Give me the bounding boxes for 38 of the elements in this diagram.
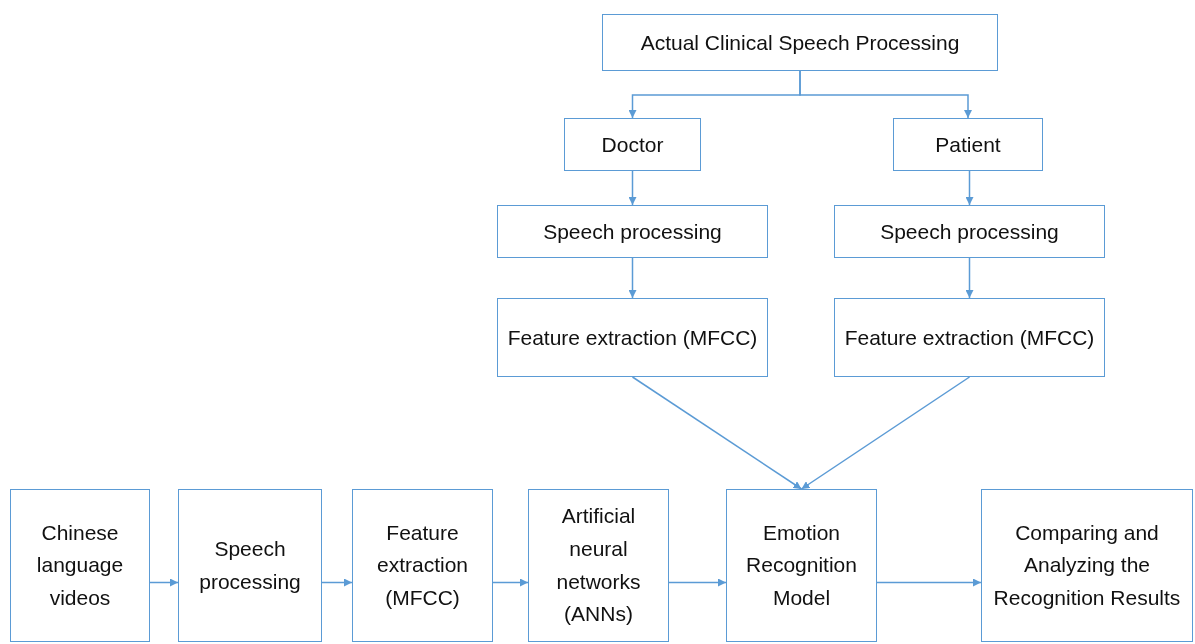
box-label: Doctor: [600, 131, 665, 158]
box-label: Emotion Recognition Model: [745, 519, 858, 611]
box-label: Speech processing: [879, 218, 1060, 245]
arrow: [631, 376, 803, 490]
box-label: Feature extraction (MFCC): [506, 324, 759, 351]
process-box: [834, 298, 1105, 377]
arrow: [149, 578, 179, 587]
box-label: Speech processing: [198, 535, 302, 595]
process-box: [981, 489, 1193, 642]
arrow: [800, 376, 971, 490]
box-label: Speech processing: [542, 218, 723, 245]
box-label: Comparing and Analyzing the Recognition Results: [992, 519, 1182, 611]
arrow: [965, 257, 974, 299]
box-label: Feature extraction (MFCC): [843, 324, 1096, 351]
process-box: [352, 489, 493, 642]
box-label: Actual Clinical Speech Processing: [639, 29, 961, 56]
process-box: [726, 489, 877, 642]
process-box: [178, 489, 322, 642]
arrow: [668, 578, 727, 587]
box-label: Chinese language videos: [35, 519, 125, 611]
arrow: [965, 170, 974, 206]
process-box: [834, 205, 1105, 258]
process-box: [602, 14, 998, 71]
arrow: [492, 578, 529, 587]
arrow: [628, 257, 637, 299]
process-box: [10, 489, 150, 642]
box-label: Feature extraction (MFCC): [375, 519, 469, 611]
process-box: [893, 118, 1043, 171]
box-label: Patient: [934, 131, 1002, 158]
arrow: [321, 578, 353, 587]
process-box: [497, 205, 768, 258]
process-box: [497, 298, 768, 377]
arrow: [628, 170, 637, 206]
process-box: [528, 489, 669, 642]
arrow: [876, 578, 982, 587]
arrow: [799, 70, 972, 119]
box-label: Artificial neural networks (ANNs): [555, 503, 642, 628]
process-box: [564, 118, 701, 171]
